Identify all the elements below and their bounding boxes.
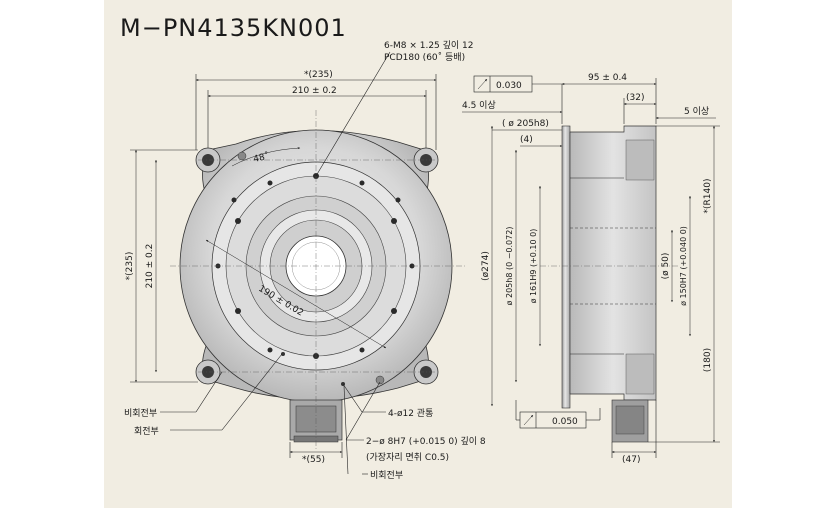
side-flange: [561, 125, 571, 409]
dim-height-overall: *(235): [125, 252, 135, 281]
dim-min-5: 5 이상: [684, 106, 709, 117]
front-view: [170, 110, 466, 450]
label-non-rotating-1: 비회전부: [124, 408, 157, 419]
dim-length: 95 ± 0.4: [588, 73, 627, 83]
dim-bottom-width: *(55): [302, 455, 325, 465]
note-through-holes: 4-ø12 관통: [388, 408, 433, 419]
dim-32: (32): [626, 93, 644, 103]
dim-bottom-47: (47): [622, 455, 640, 465]
dim-height-holes: 210 ± 0.2: [145, 244, 155, 289]
side-dimensions: 0.030 0.050 95 ± 0.4 (32) 4.5 이상 5 이상 ( …: [462, 73, 720, 465]
dim-150h7: ø 150H7 (+0.040 0): [679, 226, 688, 306]
dim-bore-50: (ø 50): [661, 253, 671, 280]
dim-step-4: (4): [520, 135, 533, 145]
model-title: M−PN4135KN001: [120, 14, 347, 42]
dim-width-holes: 210 ± 0.2: [292, 86, 337, 96]
dim-width-overall: *(235): [304, 70, 333, 80]
dim-radius-140: *(R140): [703, 179, 713, 214]
front-dimensions: [130, 51, 437, 475]
pin-hole-2: [375, 375, 385, 385]
pin-hole-1: [237, 151, 247, 161]
dim-angle: 48˚: [252, 151, 270, 165]
dim-pilot-dia: ( ø 205h8): [502, 119, 549, 129]
dim-205h8: ø 205h8 (0 −0.072): [505, 227, 514, 306]
label-non-rotating-2: 비회전부: [370, 470, 403, 481]
label-rotating: 회전부: [134, 426, 159, 437]
tapped-hole-note-2: PCD180 (60˚ 등배): [384, 52, 465, 63]
dim-outer-dia: (ø274): [481, 251, 491, 281]
dim-min-45: 4.5 이상: [462, 100, 496, 111]
front-labels: 6-M8 × 1.25 깊이 12 PCD180 (60˚ 등배) *(235)…: [124, 39, 486, 481]
side-view: [540, 125, 680, 443]
dim-161h9: ø 161H9 (+0.10 0): [529, 229, 538, 304]
note-chamfer: (가장자리 면취 C0.5): [366, 452, 449, 463]
tapped-hole-note-1: 6-M8 × 1.25 깊이 12: [384, 39, 474, 51]
flatness-top-value: 0.030: [496, 81, 522, 91]
dim-height-180: (180): [703, 348, 713, 372]
flatness-bottom-value: 0.050: [552, 417, 578, 427]
note-pin-holes: 2−ø 8H7 (+0.015 0) 깊이 8: [366, 435, 486, 447]
